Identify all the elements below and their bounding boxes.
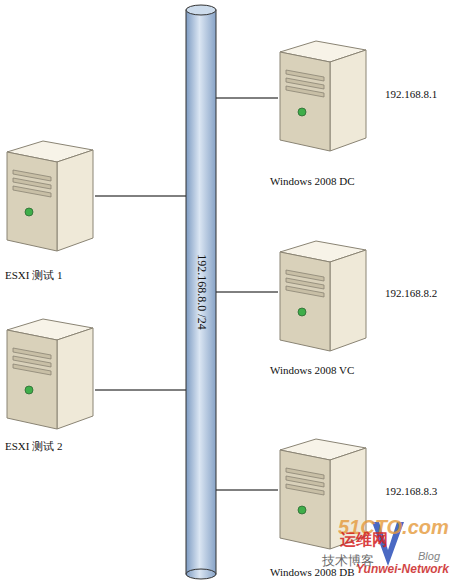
drive-bay: [13, 364, 51, 375]
network-bus: 192.168.8.0 /24: [186, 4, 216, 580]
drive-bay: [13, 186, 51, 197]
server-name: Windows 2008 DC: [270, 175, 355, 187]
server-icon: [280, 41, 366, 151]
server-node: Windows 2008 DC192.168.8.1: [278, 40, 368, 152]
network-link: [216, 292, 278, 293]
network-link: [216, 490, 278, 491]
network-link: [95, 390, 186, 391]
server-name: ESXI 测试 1: [5, 268, 62, 283]
drive-bay: [286, 286, 324, 297]
bus-top: [186, 5, 216, 15]
server-icon: [7, 319, 93, 429]
server-shape: [5, 140, 95, 252]
server-name: Windows 2008 VC: [270, 364, 354, 376]
drive-bay: [286, 484, 324, 495]
network-link: [95, 196, 186, 197]
power-button: [298, 308, 306, 316]
power-button: [25, 208, 33, 216]
network-link: [216, 98, 278, 99]
server-face: [280, 450, 330, 549]
ip-address: 192.168.8.2: [385, 287, 437, 299]
server-node: ESXI 测试 2: [5, 318, 95, 430]
watermark-text: Blog: [418, 550, 440, 562]
server-icon: [280, 241, 366, 351]
power-button: [25, 386, 33, 394]
server-name: ESXI 测试 2: [5, 439, 62, 454]
server-shape: [278, 240, 368, 352]
power-button: [298, 506, 306, 514]
network-label: 192.168.8.0 /24: [194, 254, 209, 329]
server-face: [280, 252, 330, 351]
server-face: [7, 330, 57, 429]
ip-address: 192.168.8.1: [385, 88, 437, 100]
server-face: [57, 328, 93, 429]
power-button: [298, 108, 306, 116]
drive-bay: [286, 86, 324, 97]
server-face: [7, 152, 57, 251]
server-node: Windows 2008 VC192.168.8.2: [278, 240, 368, 352]
server-face: [330, 50, 366, 151]
server-face: [280, 52, 330, 151]
server-face: [330, 250, 366, 351]
server-node: ESXI 测试 1: [5, 140, 95, 252]
bus-end: [186, 569, 216, 579]
server-shape: [5, 318, 95, 430]
watermark-text: 运维网: [340, 530, 388, 551]
ip-address: 192.168.8.3: [385, 485, 437, 497]
server-face: [57, 150, 93, 251]
bus-body: [186, 10, 216, 574]
watermark-text: Yunwei-Network: [356, 562, 449, 576]
server-icon: [7, 141, 93, 251]
server-shape: [278, 40, 368, 152]
